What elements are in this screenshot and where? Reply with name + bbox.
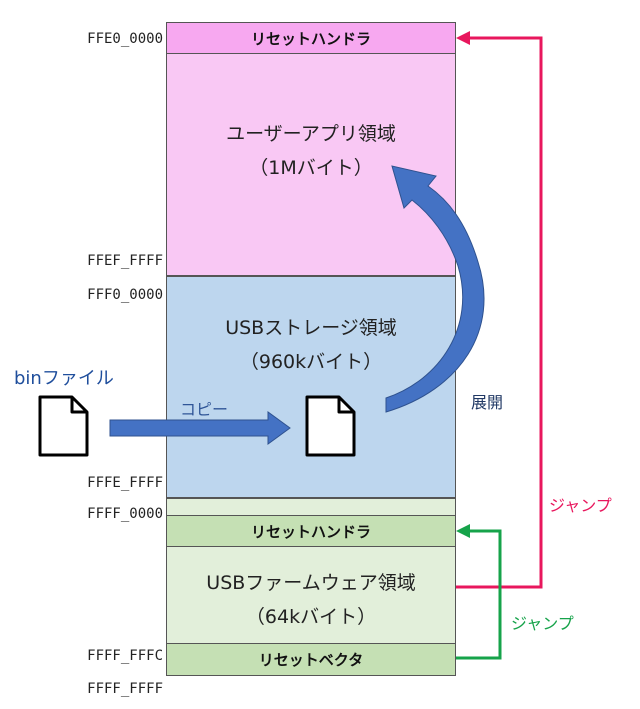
copy-label: コピー [180, 400, 229, 419]
usb-storage-size: （960kバイト） [239, 351, 383, 373]
bin-file-label: binファイル [14, 368, 114, 389]
address-label: FFFF_FFFF [87, 681, 163, 697]
copy-arrow [109, 411, 291, 445]
address-label: FFFF_0000 [87, 506, 163, 522]
user-app-title: ユーザーアプリ領域 [226, 123, 396, 145]
file-icon [38, 395, 89, 457]
address-label: FFEF_FFFF [87, 253, 163, 269]
jump-label-green: ジャンプ [511, 614, 574, 633]
usb-storage-region [166, 276, 456, 498]
address-label: FFFF_FFFC [87, 648, 163, 664]
user-app-region [166, 22, 456, 276]
expand-arrow [385, 165, 485, 413]
usb-firmware-title: USBファームウェア領域 [206, 572, 416, 594]
jump-arrow-green [456, 529, 502, 660]
usb-storage-title: USBストレージ領域 [225, 317, 397, 339]
reset-handler-bottom: リセットハンドラ [166, 515, 456, 547]
address-label: FFFE_FFFF [87, 475, 163, 491]
usb-firmware-size: （64kバイト） [245, 606, 377, 628]
reset-vector: リセットベクタ [166, 643, 456, 676]
file-icon-inside [305, 395, 356, 457]
address-label: FFF0_0000 [87, 287, 163, 303]
address-label: FFE0_0000 [87, 31, 163, 47]
expand-label: 展開 [471, 393, 504, 412]
jump-label-red: ジャンプ [549, 496, 612, 515]
reset-handler-top: リセットハンドラ [166, 22, 456, 54]
user-app-size: （1Mバイト） [249, 157, 373, 179]
